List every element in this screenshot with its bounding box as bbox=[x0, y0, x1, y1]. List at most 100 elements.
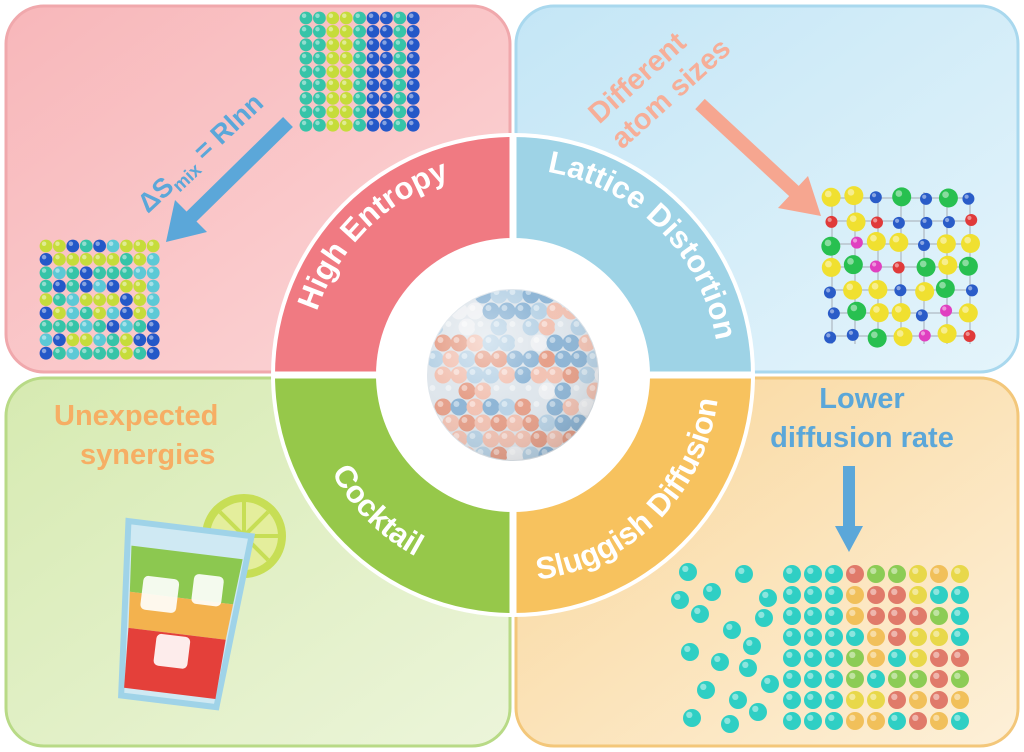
atom bbox=[339, 92, 353, 105]
atom-highlight bbox=[55, 348, 60, 354]
atom-highlight bbox=[149, 241, 154, 246]
atom-highlight bbox=[968, 286, 973, 291]
atom bbox=[755, 609, 773, 627]
atom bbox=[958, 303, 978, 323]
atom bbox=[79, 346, 93, 360]
atom-highlight bbox=[355, 40, 360, 45]
distorted-lattice bbox=[821, 186, 980, 348]
atom bbox=[867, 328, 887, 348]
atom bbox=[870, 216, 883, 229]
atom bbox=[53, 333, 66, 347]
diffusion-lattice bbox=[671, 563, 969, 733]
atom bbox=[380, 92, 393, 105]
atom bbox=[825, 712, 843, 730]
atom bbox=[965, 284, 978, 297]
atom bbox=[366, 105, 380, 119]
atom-highlight bbox=[758, 611, 765, 618]
atom bbox=[106, 279, 120, 293]
atom-highlight bbox=[95, 321, 100, 327]
atom-highlight bbox=[395, 40, 401, 45]
atom bbox=[380, 118, 393, 132]
atom-highlight bbox=[328, 40, 334, 45]
atom-highlight bbox=[41, 321, 47, 327]
atom-highlight bbox=[852, 238, 858, 243]
atom-highlight bbox=[738, 567, 745, 574]
atom-highlight bbox=[912, 651, 919, 658]
atom bbox=[120, 320, 133, 333]
atom-highlight bbox=[962, 259, 969, 267]
atom-highlight bbox=[933, 609, 940, 616]
atom bbox=[133, 320, 147, 333]
atom-highlight bbox=[849, 630, 856, 637]
atom-highlight bbox=[55, 281, 60, 287]
atom bbox=[406, 25, 420, 38]
atom bbox=[326, 51, 340, 65]
atom bbox=[79, 306, 93, 320]
atom bbox=[53, 253, 66, 266]
atom bbox=[313, 105, 326, 119]
atom bbox=[846, 328, 859, 341]
atom bbox=[846, 212, 866, 232]
atom bbox=[326, 11, 340, 25]
atom-highlight bbox=[828, 609, 835, 616]
atom bbox=[326, 105, 340, 119]
atom-highlight bbox=[786, 693, 793, 700]
atom-highlight bbox=[954, 672, 961, 679]
atom-highlight bbox=[764, 677, 771, 684]
atom-highlight bbox=[355, 93, 360, 99]
atom-highlight bbox=[41, 348, 47, 354]
atom-highlight bbox=[891, 609, 898, 616]
atom bbox=[146, 266, 160, 280]
atom-highlight bbox=[82, 254, 87, 260]
atom bbox=[909, 607, 927, 625]
atom bbox=[823, 286, 836, 299]
atom-highlight bbox=[409, 67, 414, 72]
atom bbox=[339, 118, 353, 132]
atom-highlight bbox=[870, 609, 877, 616]
atom bbox=[53, 346, 66, 360]
atom bbox=[825, 586, 843, 604]
atom bbox=[804, 712, 822, 730]
atom-highlight bbox=[395, 26, 401, 32]
atom-highlight bbox=[301, 53, 307, 59]
atom-highlight bbox=[682, 565, 689, 572]
atom bbox=[79, 293, 93, 306]
atom bbox=[846, 628, 864, 646]
atom bbox=[106, 239, 120, 253]
atom-highlight bbox=[355, 67, 360, 72]
atom bbox=[894, 284, 907, 297]
atom bbox=[729, 691, 747, 709]
atom bbox=[393, 25, 407, 38]
atom-highlight bbox=[82, 348, 87, 354]
atom-highlight bbox=[68, 308, 74, 314]
atom-highlight bbox=[301, 40, 307, 45]
atom-highlight bbox=[786, 609, 793, 616]
atom bbox=[339, 105, 353, 119]
atom-highlight bbox=[933, 672, 940, 679]
atom bbox=[299, 92, 313, 105]
atom-highlight bbox=[850, 304, 858, 312]
atom bbox=[703, 583, 721, 601]
atom-highlight bbox=[328, 80, 334, 86]
atom bbox=[804, 628, 822, 646]
atom-highlight bbox=[68, 281, 74, 287]
atom-highlight bbox=[786, 630, 793, 637]
atom bbox=[804, 607, 822, 625]
atom bbox=[380, 105, 393, 119]
atom-highlight bbox=[328, 53, 334, 59]
atom bbox=[783, 649, 801, 667]
atom-highlight bbox=[368, 13, 374, 18]
atom-highlight bbox=[786, 672, 793, 679]
atom-highlight bbox=[954, 651, 961, 658]
atom-highlight bbox=[933, 693, 940, 700]
atom-highlight bbox=[395, 107, 401, 112]
synergy-label-line1: Unexpected bbox=[54, 400, 218, 432]
atom bbox=[888, 712, 906, 730]
atom-highlight bbox=[95, 335, 100, 340]
atom-highlight bbox=[920, 331, 926, 336]
atom bbox=[406, 11, 420, 25]
atom-highlight bbox=[894, 218, 900, 223]
atom bbox=[827, 307, 840, 320]
atom-highlight bbox=[135, 308, 141, 314]
atom bbox=[867, 691, 885, 709]
